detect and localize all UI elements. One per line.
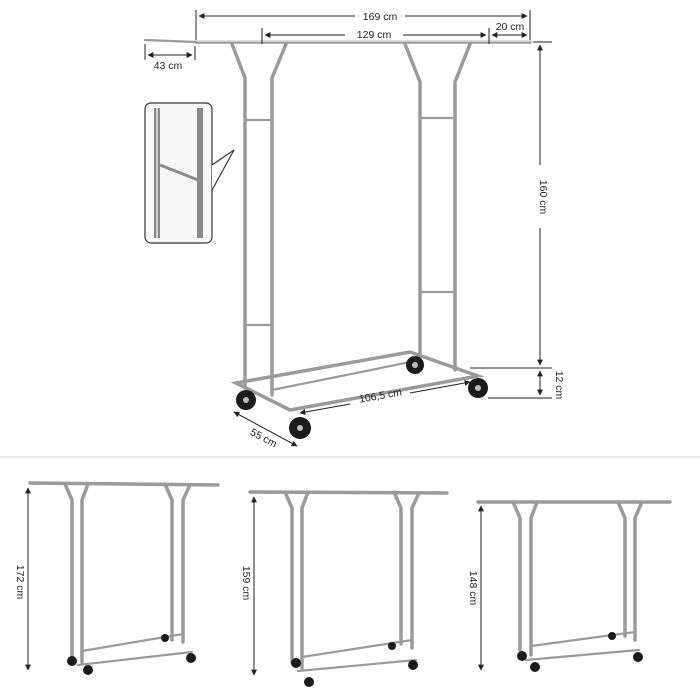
- label-variant-172: 172 cm: [14, 565, 26, 600]
- dimension-wheel-height: 12 cm: [488, 370, 565, 400]
- dimension-width-total: 169 cm: [195, 10, 531, 40]
- label-variant-159: 159 cm: [240, 566, 252, 601]
- dimension-depth-top: 43 cm: [144, 44, 196, 72]
- label-width-total: 169 cm: [363, 11, 398, 23]
- label-width-inner: 129 cm: [357, 29, 392, 41]
- joint-detail-inset: [144, 102, 235, 244]
- dimension-width-inner: 129 cm: [261, 28, 490, 44]
- height-variant-1: 172 cm: [14, 481, 220, 675]
- dimension-height: 160 cm: [470, 41, 552, 369]
- label-depth-top: 43 cm: [154, 60, 183, 72]
- height-variant-2: 159 cm: [240, 490, 449, 687]
- label-extension: 20 cm: [496, 21, 525, 33]
- dimension-extension: 20 cm: [491, 21, 528, 38]
- label-base-length: 106,5 cm: [358, 386, 403, 405]
- height-variant-3: 148 cm: [467, 500, 672, 672]
- dimension-base-depth: 55 cm: [233, 411, 298, 450]
- label-wheel-height: 12 cm: [553, 371, 565, 400]
- dimension-base-length: 106,5 cm: [299, 380, 471, 415]
- label-height: 160 cm: [537, 180, 549, 215]
- label-base-depth: 55 cm: [248, 426, 279, 450]
- label-variant-148: 148 cm: [467, 571, 479, 606]
